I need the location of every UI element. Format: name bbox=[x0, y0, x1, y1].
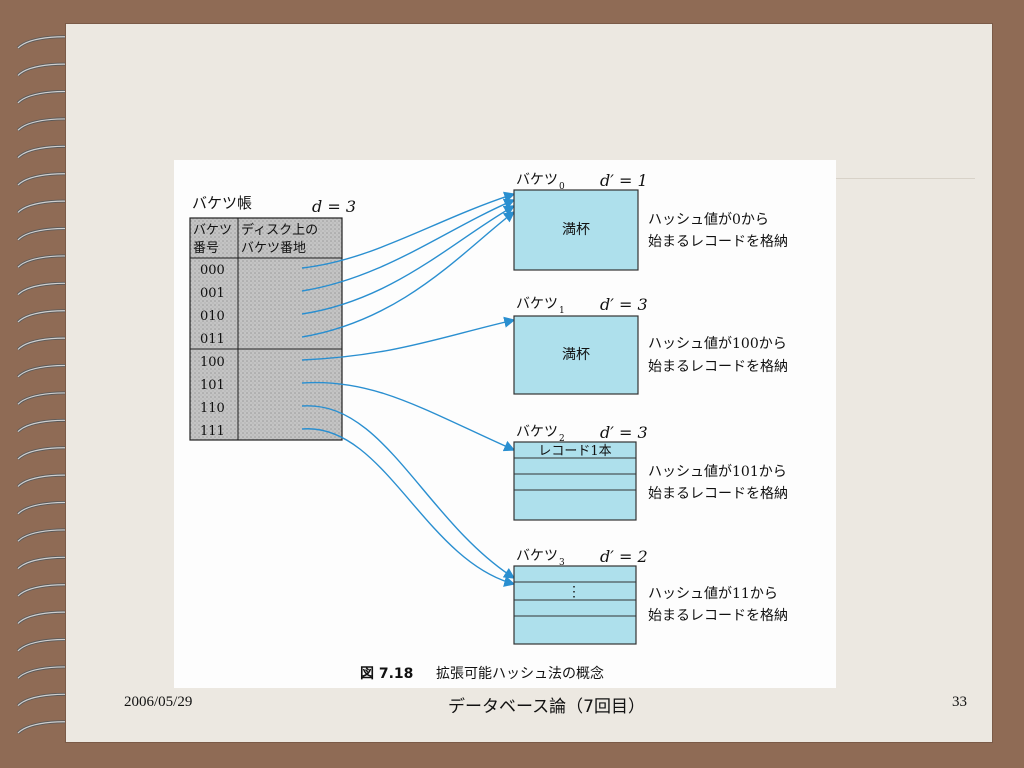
pointer-arrow-111 bbox=[301, 428, 516, 587]
pointer-arrow-010 bbox=[301, 205, 516, 315]
bucket-2-box bbox=[513, 441, 637, 521]
bucket-3-depth: d′ = 2 bbox=[600, 547, 648, 566]
table-row: 100 bbox=[200, 355, 225, 370]
bucket-0-note-line2: 始まるレコードを格納 bbox=[648, 234, 788, 250]
bucket-2-content: レコード1本 bbox=[538, 444, 611, 459]
bucket-0-note-line1: ハッシュ値が0から bbox=[648, 212, 769, 228]
col1-header-line1: バケツ bbox=[193, 223, 232, 238]
pointer-arrow-100 bbox=[301, 316, 516, 361]
bucket-0: バケツ 0 d′ = 1 満杯 ハッシュ値が0から 始まるレコードを格納 bbox=[513, 171, 788, 271]
footer-date: 2006/05/29 bbox=[124, 694, 193, 710]
bucket-0-content: 満杯 bbox=[562, 222, 590, 238]
table-row: 010 bbox=[200, 309, 225, 324]
footer-title: データベース論（7回目） bbox=[448, 697, 645, 717]
col2-header-line1: ディスク上の bbox=[241, 222, 318, 238]
table-row: 011 bbox=[200, 332, 225, 347]
bucket-1-note-line2: 始まるレコードを格納 bbox=[648, 359, 788, 375]
caption-number: 図 7.18 bbox=[360, 666, 413, 682]
bucket-3-name: バケツ bbox=[516, 548, 558, 564]
bucket-1-content: 満杯 bbox=[562, 347, 590, 363]
bucket-3-note-line1: ハッシュ値が11から bbox=[648, 586, 778, 602]
directory-title: バケツ帳 bbox=[192, 194, 252, 212]
bucket-3-subscript: 3 bbox=[559, 558, 565, 568]
bucket-0-name: バケツ bbox=[516, 172, 558, 188]
col2-header-line2: バケツ番地 bbox=[241, 241, 306, 256]
table-row: 001 bbox=[200, 286, 225, 301]
pointer-arrow-001 bbox=[301, 198, 516, 292]
bucket-1-name: バケツ bbox=[516, 296, 558, 312]
figure-caption: 図 7.18 拡張可能ハッシュ法の概念 bbox=[360, 665, 604, 682]
bucket-2-depth: d′ = 3 bbox=[600, 423, 648, 442]
pointer-arrows bbox=[301, 191, 516, 587]
bucket-3-note-line2: 始まるレコードを格納 bbox=[648, 608, 788, 624]
bucket-2-note-line1: ハッシュ値が101から bbox=[648, 464, 787, 480]
table-row: 110 bbox=[200, 401, 225, 416]
bucket-0-box bbox=[513, 189, 639, 271]
table-row: 101 bbox=[200, 378, 225, 393]
bucket-1-note-line1: ハッシュ値が100から bbox=[648, 336, 787, 352]
bucket-2-note-line2: 始まるレコードを格納 bbox=[648, 486, 788, 502]
bucket-3-box bbox=[513, 565, 637, 645]
table-row: 111 bbox=[200, 424, 225, 439]
page-number: 33 bbox=[952, 694, 967, 710]
bucket-2: バケツ 2 d′ = 3 レコード1本 ハッシュ値が101から 始まるレコードを… bbox=[513, 423, 788, 521]
extendible-hashing-figure: バケツ帳 d = 3 バケツ 番号 ディスク上の バケツ番地 000 001 0… bbox=[174, 160, 836, 688]
caption-text: 拡張可能ハッシュ法の概念 bbox=[436, 665, 604, 682]
table-row: 000 bbox=[200, 263, 225, 278]
col1-header-line2: 番号 bbox=[193, 241, 219, 256]
bucket-3: バケツ 3 d′ = 2 ⋮ ハッシュ値が11から 始まるレコードを格納 bbox=[513, 547, 788, 645]
directory-table bbox=[189, 217, 343, 441]
directory-depth: d = 3 bbox=[312, 197, 356, 216]
slide-divider bbox=[780, 178, 975, 179]
pointer-arrow-011 bbox=[301, 211, 516, 338]
bucket-1: バケツ 1 d′ = 3 満杯 ハッシュ値が100から 始まるレコードを格納 bbox=[513, 295, 788, 395]
pointer-arrow-101 bbox=[301, 381, 516, 452]
bucket-1-depth: d′ = 3 bbox=[600, 295, 648, 314]
bucket-0-subscript: 0 bbox=[559, 182, 565, 192]
pointer-arrow-000 bbox=[301, 191, 516, 269]
pointer-arrow-110 bbox=[301, 405, 516, 579]
bucket-3-content: ⋮ bbox=[567, 584, 581, 600]
bucket-2-subscript: 2 bbox=[559, 434, 565, 444]
bucket-0-depth: d′ = 1 bbox=[600, 171, 648, 190]
bucket-2-name: バケツ bbox=[516, 424, 558, 440]
bucket-1-box bbox=[513, 315, 639, 395]
bucket-1-subscript: 1 bbox=[559, 306, 565, 316]
directory: バケツ帳 d = 3 バケツ 番号 ディスク上の バケツ番地 000 001 0… bbox=[189, 194, 356, 441]
